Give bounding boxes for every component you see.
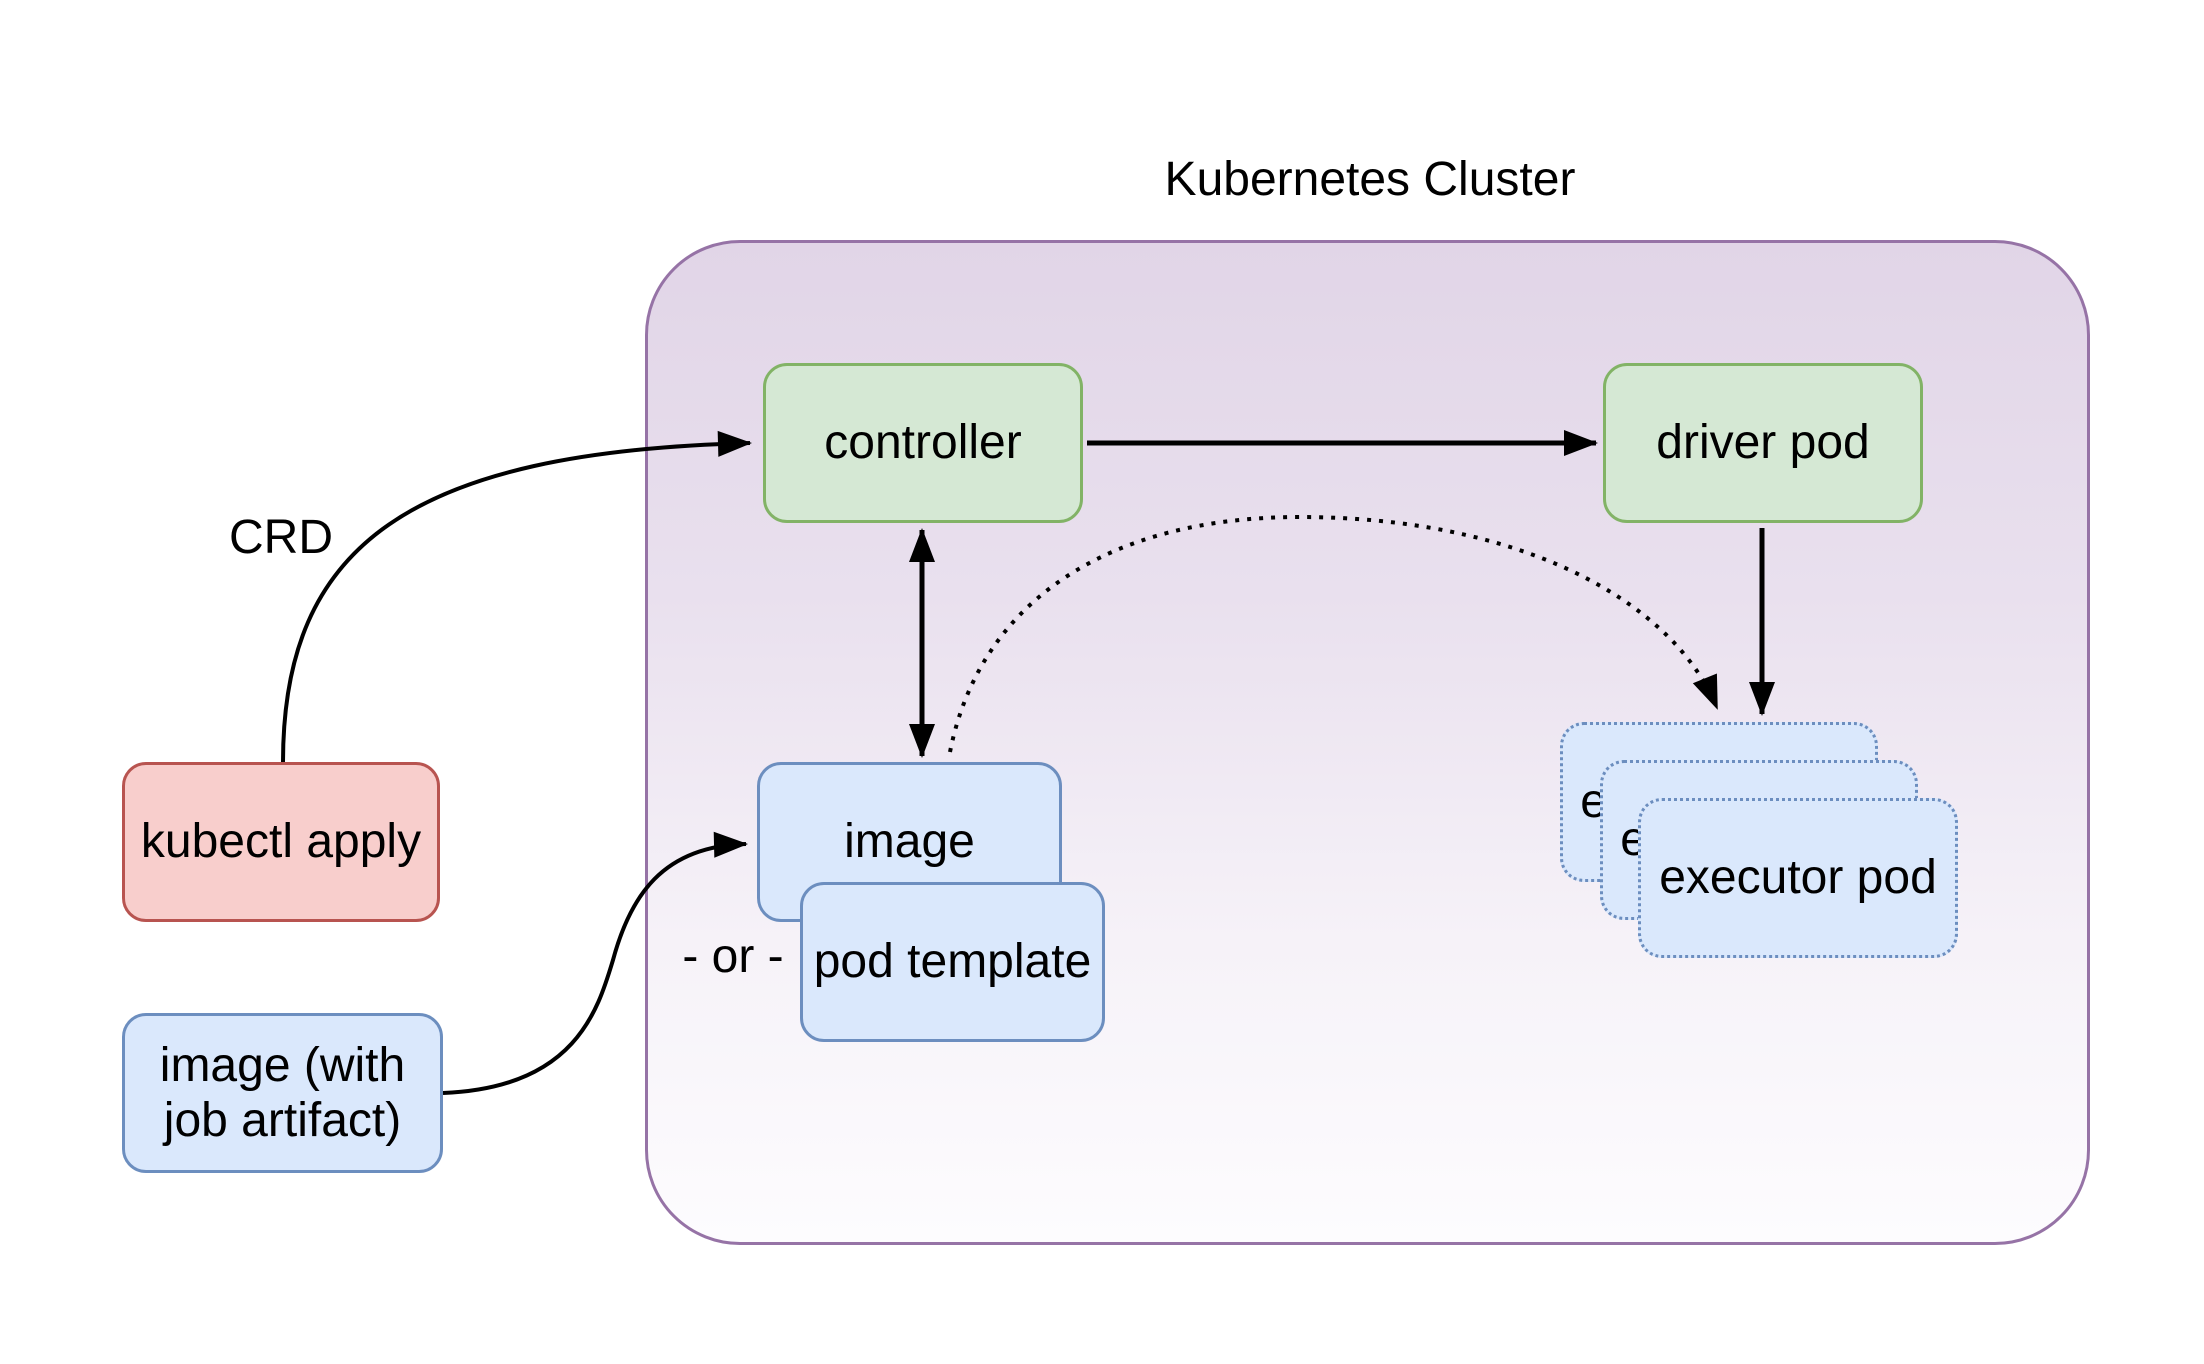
image-label: image [844, 815, 975, 869]
controller-node: controller [763, 363, 1083, 523]
crd-edge-label: CRD [229, 511, 333, 564]
pod-template-label: pod template [813, 935, 1092, 989]
controller-label: controller [824, 416, 1022, 470]
executor-pod-label-front: executor pod [1659, 851, 1937, 905]
kubectl-apply-label: kubectl apply [140, 815, 422, 869]
driver-pod-label: driver pod [1656, 416, 1870, 470]
kubectl-apply-node: kubectl apply [122, 762, 440, 922]
or-edge-label: - or - [682, 930, 784, 983]
pod-template-node: pod template [800, 882, 1105, 1042]
image-with-artifact-line2: job artifact) [163, 1094, 402, 1147]
cluster-title: Kubernetes Cluster [1164, 153, 1576, 206]
image-with-artifact-line1: image (with [159, 1038, 406, 1092]
image-with-artifact-label: image (with job artifact) [160, 1038, 405, 1148]
driver-pod-node: driver pod [1603, 363, 1923, 523]
image-with-artifact-node: image (with job artifact) [122, 1013, 443, 1173]
executor-pod-node-front: executor pod [1638, 798, 1958, 958]
